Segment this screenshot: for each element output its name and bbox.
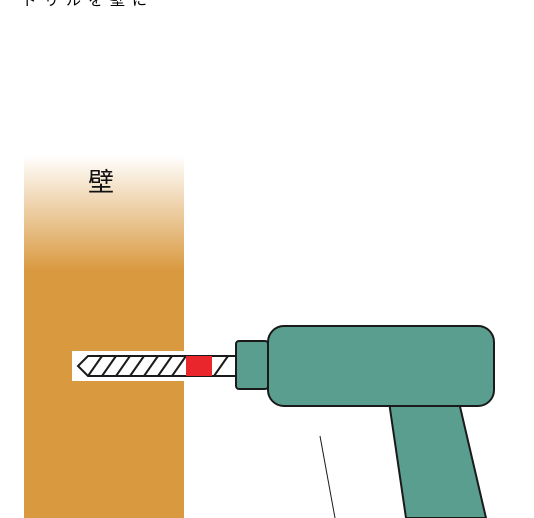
depth-marker-tape bbox=[186, 356, 212, 376]
drill-chuck-small bbox=[236, 341, 268, 389]
drill-body bbox=[268, 326, 494, 406]
drill-handle bbox=[322, 395, 486, 518]
leader-line bbox=[320, 436, 335, 518]
drill-bit bbox=[78, 356, 236, 376]
